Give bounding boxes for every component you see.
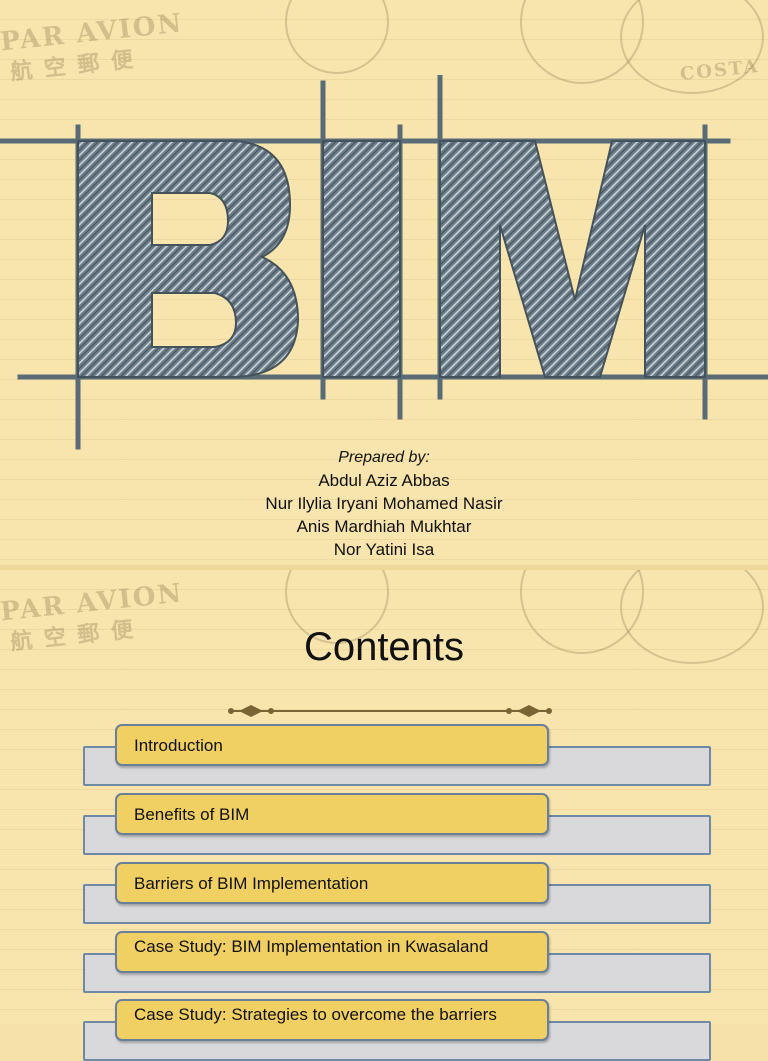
postal-stamps-decoration: PAR AVION 航 空 郵 便 [0,570,768,680]
bim-title-graphic [0,74,768,455]
author-name: Anis Mardhiah Mukhtar [296,517,472,536]
letter-m [439,140,706,378]
author-name: Nor Yatini Isa [333,540,435,559]
letter-i [322,140,401,378]
title-slide: PAR AVION 航 空 郵 便 COSTA [0,0,768,565]
ornament-divider [228,705,552,717]
contents-title: Contents [303,625,465,669]
postal-stamps-decoration: PAR AVION 航 空 郵 便 COSTA [0,0,768,110]
prepared-by-label: Prepared by: [338,449,430,466]
slide-divider [0,565,768,570]
prepared-by-block: Prepared by: Abdul Aziz Abbas Nur Ilylia… [0,447,768,561]
author-name: Abdul Aziz Abbas [318,471,450,490]
letter-b [77,140,300,378]
author-name: Nur Ilylia Iryani Mohamed Nasir [265,494,503,513]
